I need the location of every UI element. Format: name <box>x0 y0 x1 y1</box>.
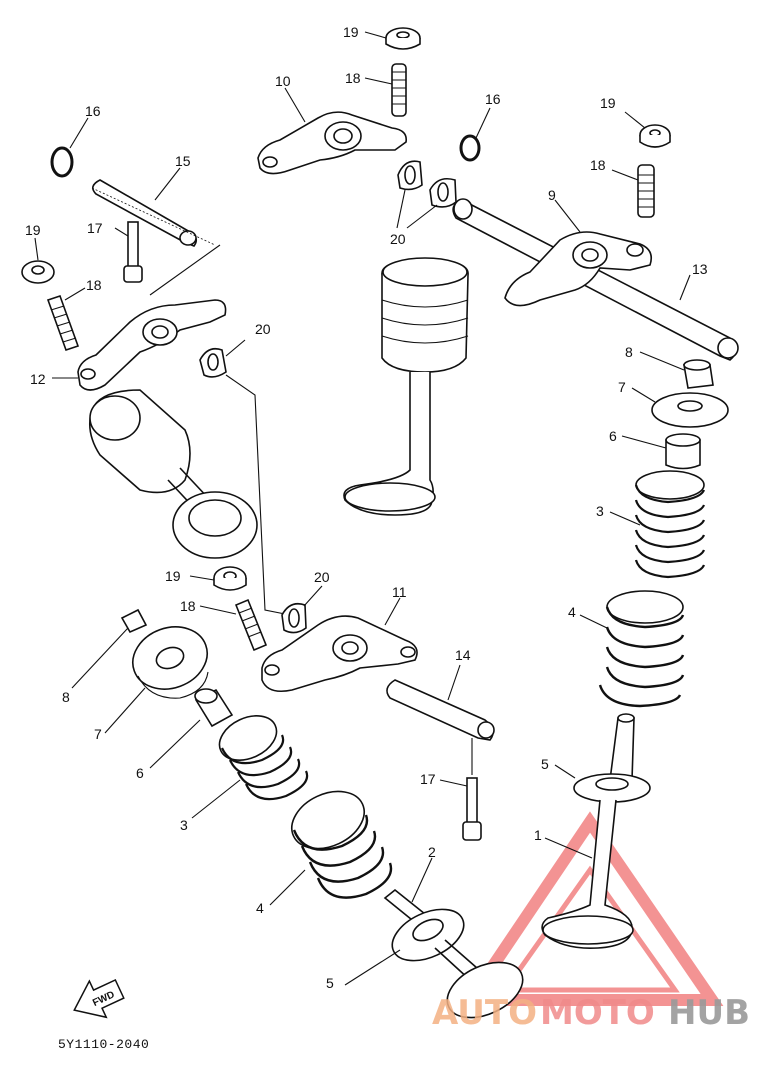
retainer-7-left <box>132 626 209 699</box>
callout-14: 14 <box>455 647 471 663</box>
shim-20-top-b <box>429 177 457 208</box>
o-ring-16-right <box>459 134 481 162</box>
rocker-arm-11 <box>261 615 418 693</box>
stud-18-left <box>46 294 80 352</box>
svg-text:AUTO: AUTO <box>432 993 537 1033</box>
collet-8-left <box>120 608 148 634</box>
stud-18-right <box>637 164 655 218</box>
stud-18-mid <box>234 598 268 652</box>
spring-4-right <box>598 590 685 708</box>
callout-20: 20 <box>255 321 271 337</box>
seal-6-right <box>665 433 701 470</box>
callout-11: 11 <box>392 584 407 600</box>
nut-19-right <box>639 124 671 148</box>
callout-19: 19 <box>165 568 181 584</box>
callout-5: 5 <box>541 756 549 772</box>
callout-12: 12 <box>30 371 46 387</box>
nut-19-top <box>385 27 421 50</box>
forward-arrow-icon: FWD <box>73 978 125 1019</box>
callout-15: 15 <box>175 153 191 169</box>
callout-9: 9 <box>548 187 556 203</box>
callout-20: 20 <box>314 569 330 585</box>
valve-2 <box>383 888 524 1019</box>
callout-16: 16 <box>85 103 101 119</box>
bolt-17-left <box>123 221 143 283</box>
bolt-17-mid <box>462 777 482 841</box>
shim-20-mid <box>281 602 307 634</box>
spring-3-right <box>634 470 706 579</box>
callout-18: 18 <box>345 70 361 86</box>
callout-18: 18 <box>86 277 102 293</box>
o-ring-16-left <box>50 146 74 178</box>
callout-16: 16 <box>485 91 501 107</box>
callout-labels: 19 18 10 16 16 19 18 15 9 17 19 20 13 18… <box>25 24 708 991</box>
watermark-logo: AUTO MOTO HUB <box>432 993 750 1033</box>
nut-19-left <box>21 260 55 284</box>
collet-8-right <box>683 359 714 389</box>
shim-20-left <box>199 347 227 378</box>
callout-7: 7 <box>618 379 626 395</box>
callout-1: 1 <box>534 827 542 843</box>
callout-17: 17 <box>420 771 436 787</box>
callout-19: 19 <box>25 222 41 238</box>
tappet-assembly-center <box>343 257 469 516</box>
callout-2: 2 <box>428 844 436 860</box>
rocker-shaft-13 <box>452 198 739 361</box>
callout-3: 3 <box>180 817 188 833</box>
callout-7: 7 <box>94 726 102 742</box>
callout-17: 17 <box>87 220 103 236</box>
callout-10: 10 <box>275 73 291 89</box>
drawing-code: 5Y1110-2040 <box>58 1037 149 1052</box>
rocker-arm-12 <box>77 299 227 391</box>
nut-19-mid <box>213 566 247 591</box>
spring-4-left <box>291 790 393 899</box>
callout-5: 5 <box>326 975 334 991</box>
shim-20-top-a <box>397 160 423 191</box>
valve-1 <box>541 713 651 950</box>
callout-13: 13 <box>692 261 708 277</box>
callout-18: 18 <box>180 598 196 614</box>
callout-8: 8 <box>62 689 70 705</box>
callout-18: 18 <box>590 157 606 173</box>
rocker-arm-9 <box>504 231 653 307</box>
callout-19: 19 <box>343 24 359 40</box>
callout-6: 6 <box>609 428 617 444</box>
stud-18-top <box>391 63 407 117</box>
seal-6-left <box>194 688 234 728</box>
callout-4: 4 <box>568 604 576 620</box>
callout-19: 19 <box>600 95 616 111</box>
callout-8: 8 <box>625 344 633 360</box>
spring-3-left <box>218 715 309 801</box>
callout-20: 20 <box>390 231 406 247</box>
callout-3: 3 <box>596 503 604 519</box>
rocker-shaft-15 <box>91 179 216 247</box>
tappet-assembly-left <box>89 389 258 559</box>
callout-6: 6 <box>136 765 144 781</box>
rocker-arm-10 <box>257 111 408 175</box>
retainer-7-right <box>651 392 729 428</box>
svg-text:MOTO: MOTO <box>540 993 655 1033</box>
rocker-shaft-14 <box>386 679 495 741</box>
callout-4: 4 <box>256 900 264 916</box>
svg-text:HUB: HUB <box>668 993 750 1033</box>
